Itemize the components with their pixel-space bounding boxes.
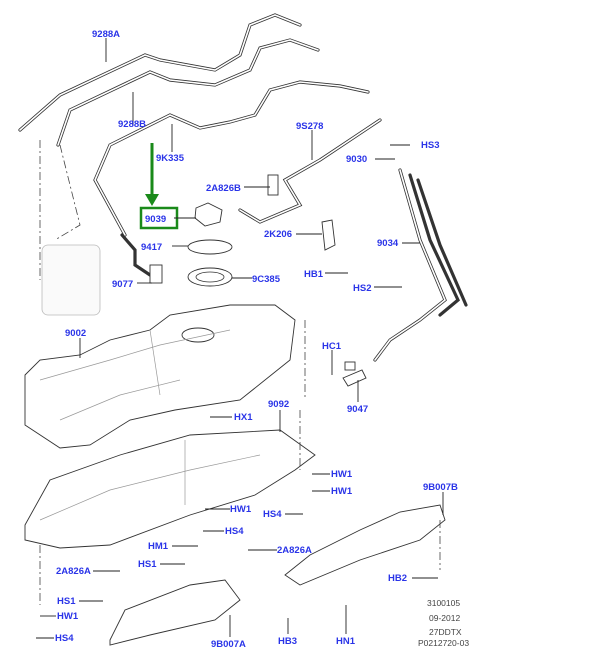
label-HC1[interactable]: HC1 [322, 341, 342, 352]
footer-line: P0212720-03 [418, 638, 469, 647]
label-9077[interactable]: 9077 [112, 279, 133, 290]
fuel-pump-9039-part [194, 202, 223, 227]
label-9288A[interactable]: 9288A [92, 29, 120, 40]
label-HN1[interactable]: HN1 [336, 636, 356, 647]
label-HM1[interactable]: HM1 [148, 541, 169, 552]
label-9047[interactable]: 9047 [347, 404, 368, 415]
clamp-HC1-part [344, 361, 356, 371]
label-HS2[interactable]: HS2 [353, 283, 371, 294]
label-9034[interactable]: 9034 [377, 238, 399, 249]
valve-2K206-part [321, 219, 336, 251]
label-HS1[interactable]: HS1 [57, 596, 76, 607]
label-9002[interactable]: 9002 [65, 328, 86, 339]
label-HW1[interactable]: HW1 [331, 486, 353, 497]
heat-shield-9B007A [109, 579, 241, 646]
leader-lines [36, 38, 444, 639]
label-9S278[interactable]: 9S278 [296, 121, 323, 132]
label-9B007B[interactable]: 9B007B [423, 482, 458, 493]
part-labels: 9288A 9288B 9K335 9039 9417 9077 9C385 2… [55, 29, 458, 647]
heat-shield-9B007B [284, 504, 446, 586]
label-9030[interactable]: 9030 [346, 154, 367, 165]
label-HS4[interactable]: HS4 [55, 633, 74, 644]
label-HS4[interactable]: HS4 [225, 526, 244, 537]
label-9C385[interactable]: 9C385 [252, 274, 281, 285]
label-HW1[interactable]: HW1 [331, 469, 353, 480]
fuel-tank-shield-9092 [24, 429, 316, 549]
label-HS1[interactable]: HS1 [138, 559, 157, 570]
label-2A826B[interactable]: 2A826B [206, 183, 241, 194]
seal-9417-part [187, 239, 233, 255]
label-2K206[interactable]: 2K206 [264, 229, 292, 240]
clip-2A826B-part [267, 174, 279, 196]
label-9288B[interactable]: 9288B [118, 119, 146, 130]
label-HW1[interactable]: HW1 [230, 504, 252, 515]
label-2A826A[interactable]: 2A826A [56, 566, 91, 577]
label-HX1[interactable]: HX1 [234, 412, 253, 423]
label-9K335[interactable]: 9K335 [156, 153, 185, 164]
lock-ring-9C385-part [187, 267, 233, 287]
sender-9077-part [149, 264, 163, 284]
label-9092[interactable]: 9092 [268, 399, 289, 410]
label-2A826A[interactable]: 2A826A [277, 545, 312, 556]
label-HB3[interactable]: HB3 [278, 636, 297, 647]
label-9417[interactable]: 9417 [141, 242, 162, 253]
fuel-pipes [18, 13, 468, 362]
footer-line: 3100105 [427, 598, 460, 608]
label-9B007A[interactable]: 9B007A [211, 639, 246, 647]
diagram-footer: 3100105 09-2012 27DDTX P0212720-03 [418, 598, 469, 647]
footer-line: 27DDTX [429, 627, 462, 637]
label-9039[interactable]: 9039 [145, 214, 166, 225]
fuel-filter-ghost [41, 244, 101, 316]
hose-9047-part [342, 369, 367, 387]
label-HS4[interactable]: HS4 [263, 509, 282, 520]
footer-line: 09-2012 [429, 613, 460, 623]
label-HB2[interactable]: HB2 [388, 573, 407, 584]
label-HB1[interactable]: HB1 [304, 269, 324, 280]
fuel-tank-9002 [24, 304, 296, 449]
label-HS3[interactable]: HS3 [421, 140, 439, 151]
label-HW1[interactable]: HW1 [57, 611, 79, 622]
